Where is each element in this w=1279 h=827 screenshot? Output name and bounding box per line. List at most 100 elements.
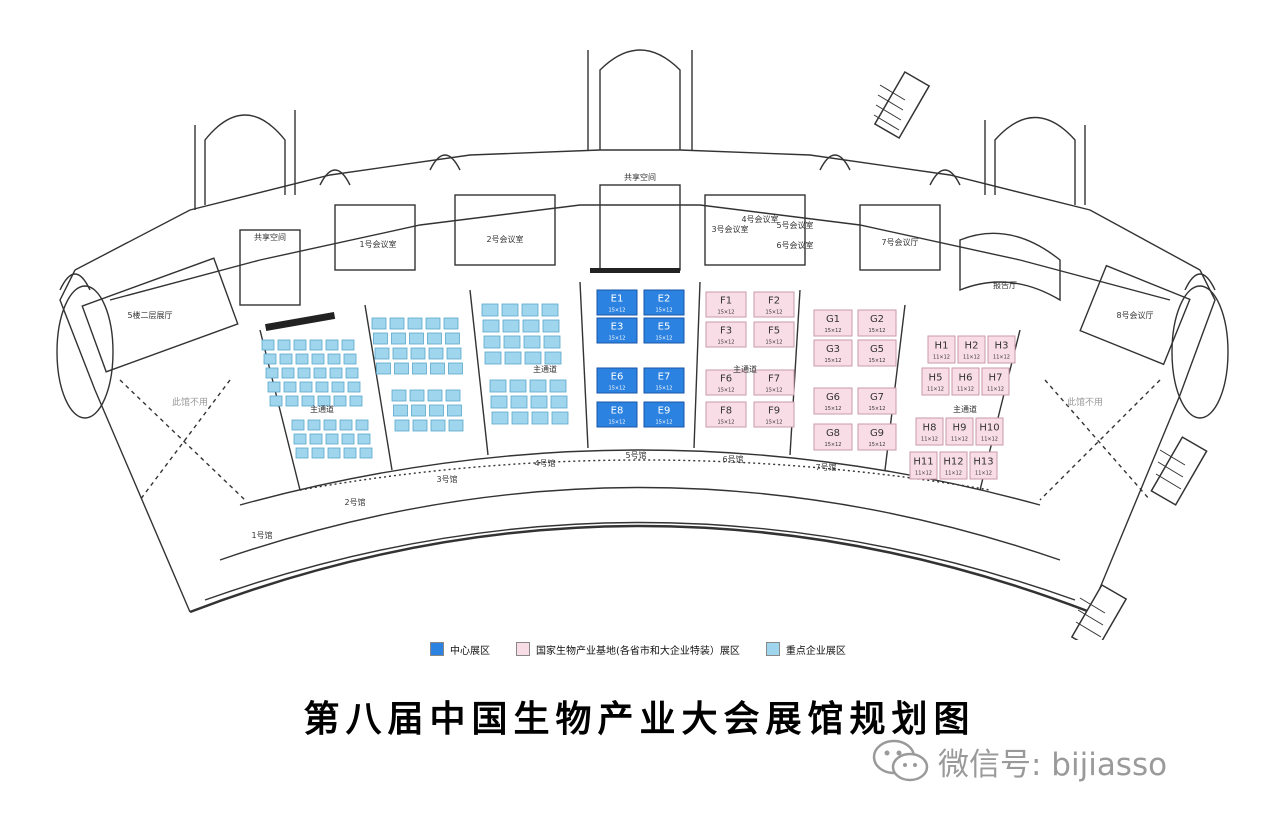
key-booth <box>359 447 373 459</box>
national-booths: F115×12F215×12F315×12F515×12F615×12F715×… <box>705 291 1016 480</box>
center-booths: E115×12E215×12E315×12E515×12E615×12E715×… <box>596 289 685 428</box>
key-booth <box>261 339 275 351</box>
booth-box <box>921 367 950 396</box>
booth-size: 15×12 <box>825 358 842 364</box>
key-booth <box>331 381 345 393</box>
booth-name: F6 <box>720 374 732 385</box>
legend-label: 重点企业展区 <box>785 645 846 657</box>
key-booth <box>482 319 500 333</box>
room-label: 共享空间 <box>254 232 286 242</box>
booth-box <box>753 369 795 396</box>
booth-name: E6 <box>611 372 624 383</box>
key-booth <box>445 389 461 402</box>
key-booth <box>430 362 445 375</box>
key-booth <box>313 367 327 379</box>
booth-F8[interactable]: F8 15×12 <box>705 401 747 428</box>
booth-size: 11×12 <box>915 471 932 477</box>
key-booth <box>502 319 520 333</box>
booth-size: 15×12 <box>718 310 735 316</box>
unused-hall-label: 此馆不用 <box>1067 396 1103 408</box>
exhibition-floor-plan: E115×12E215×12E315×12E515×12E615×12E715×… <box>56 49 1229 640</box>
key-booth <box>429 404 444 417</box>
booth-box <box>596 289 638 316</box>
key-booth <box>490 395 508 409</box>
key-booth <box>277 339 291 351</box>
key-booth <box>347 381 361 393</box>
key-booth <box>412 419 428 432</box>
booth-size: 15×12 <box>718 420 735 426</box>
booth-size: 15×12 <box>656 336 673 342</box>
right-end <box>1089 269 1216 613</box>
key-booth <box>551 411 569 425</box>
key-booth <box>355 419 369 431</box>
booth-size: 15×12 <box>766 340 783 346</box>
booth-size: 11×12 <box>957 387 974 393</box>
key-booth <box>293 339 307 351</box>
booth-name: H1 <box>935 341 949 352</box>
key-booth <box>522 319 540 333</box>
booth-box <box>915 417 944 446</box>
wechat-icon <box>872 739 929 782</box>
booth-size: 11×12 <box>927 387 944 393</box>
booth-box <box>643 317 685 344</box>
key-booth <box>448 362 463 375</box>
door-label: 2号馆 <box>344 497 365 507</box>
key-booth <box>427 389 443 402</box>
booth-front-line <box>299 459 991 491</box>
booth-name: F8 <box>720 406 732 417</box>
booth-name: F3 <box>720 326 732 337</box>
tower-center <box>599 49 681 150</box>
booth-size: 15×12 <box>609 420 626 426</box>
booth-name: G5 <box>870 344 884 355</box>
booth-box <box>643 367 685 394</box>
booth-name: H13 <box>973 457 993 468</box>
key-booth <box>343 353 357 365</box>
unused-hall-label: 此馆不用 <box>172 396 208 408</box>
booth-size: 15×12 <box>656 386 673 392</box>
key-booth <box>491 411 509 425</box>
key-booth <box>427 332 442 345</box>
booth-name: H7 <box>989 373 1003 384</box>
key-booth <box>484 351 502 365</box>
booth-box <box>705 401 747 428</box>
key-booth <box>299 381 313 393</box>
key-booth <box>311 447 325 459</box>
booth-box <box>927 335 956 364</box>
legend-swatch <box>516 642 530 656</box>
